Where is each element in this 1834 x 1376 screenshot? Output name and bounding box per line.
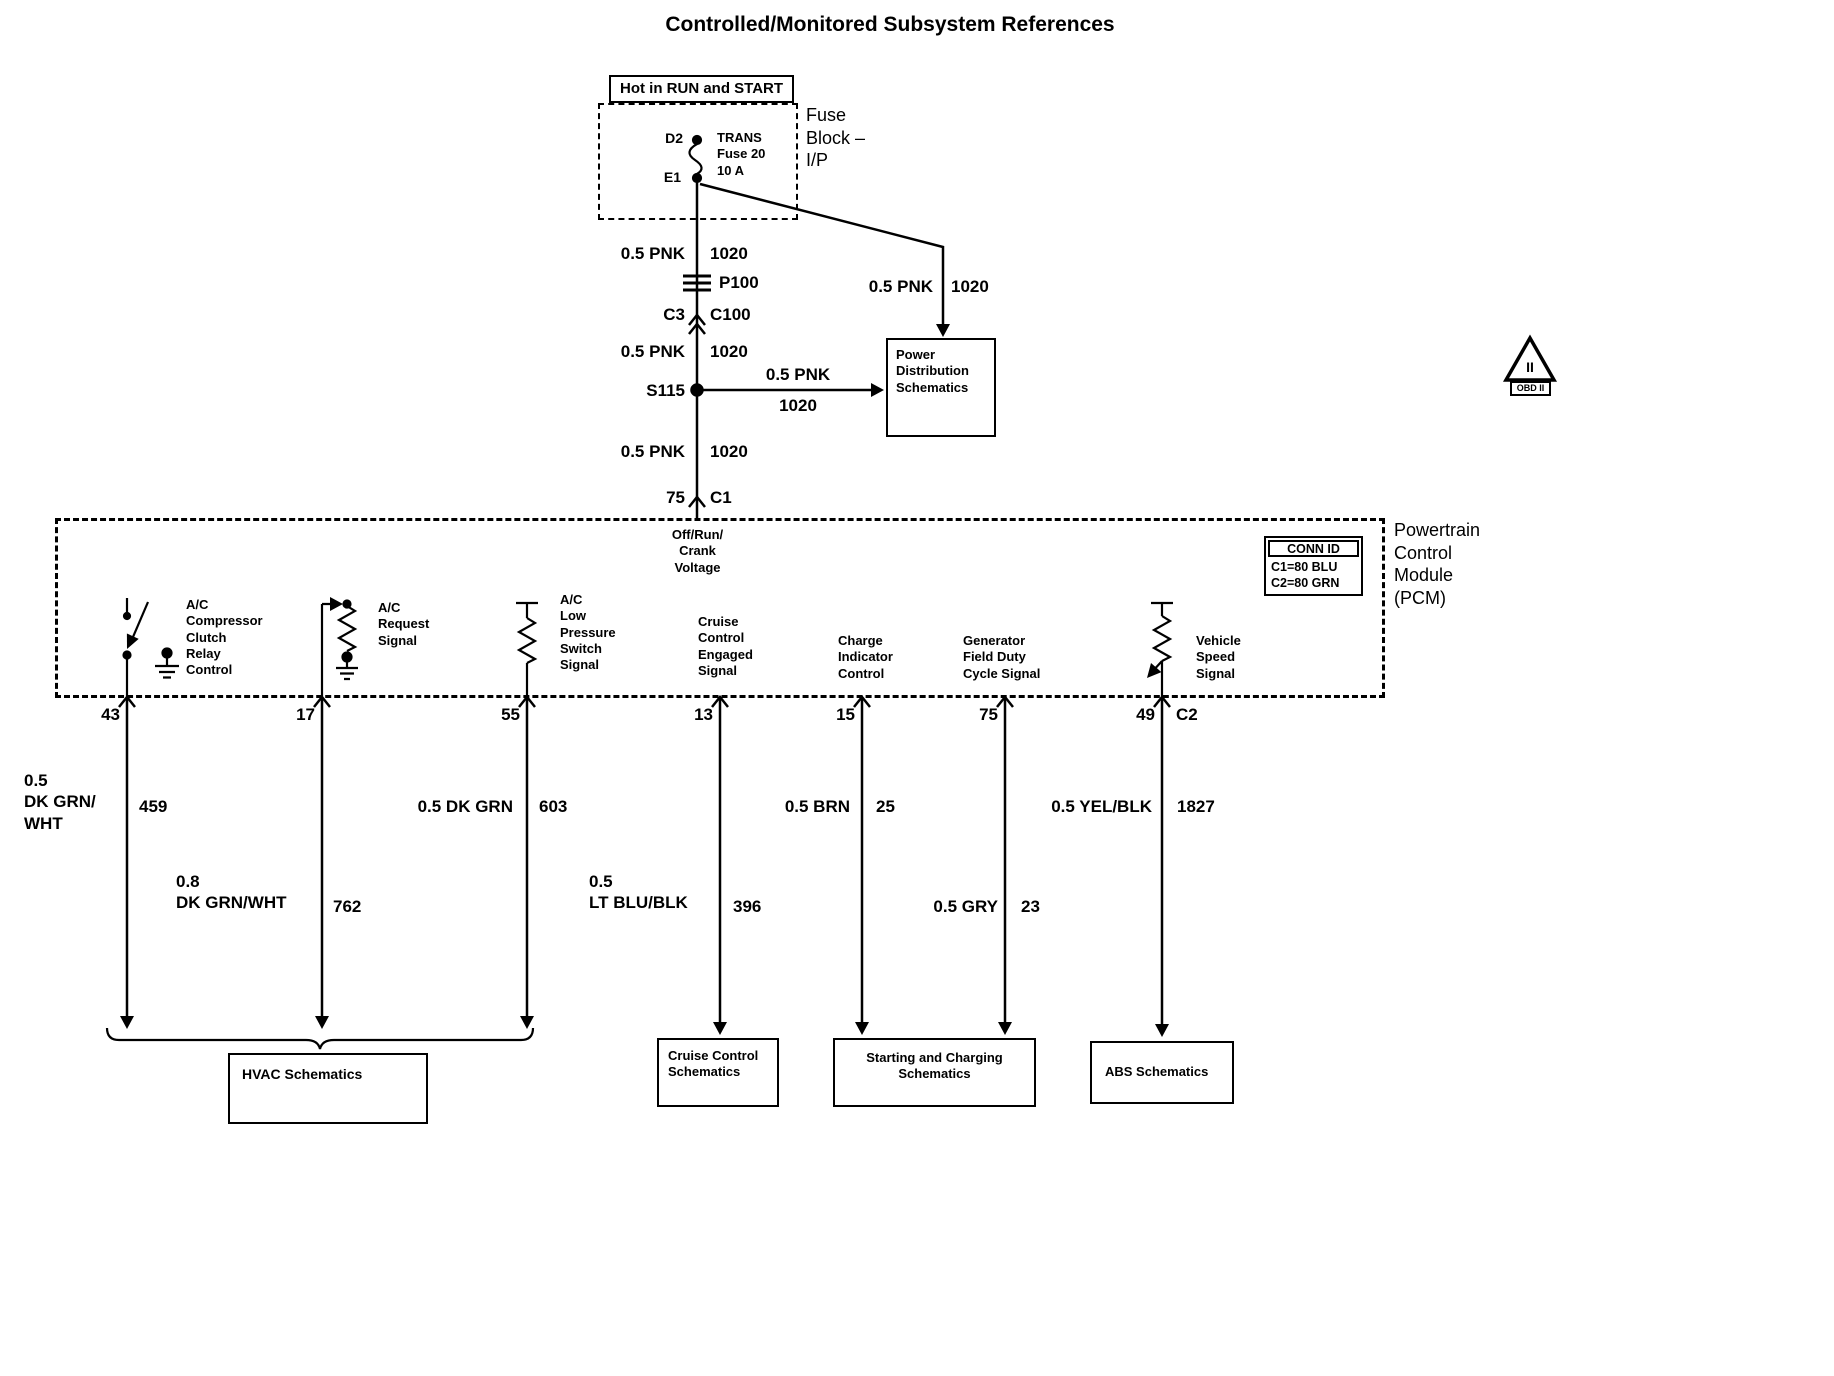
fuse-block-outline — [598, 103, 798, 220]
diag-branch-color: 0.5 PNK — [868, 277, 933, 296]
diag-branch-circuit: 1020 — [951, 277, 989, 296]
obd2-numeral: II — [1526, 359, 1534, 375]
c1-connector-icon — [688, 494, 706, 508]
c2-label: C2 — [1176, 705, 1198, 724]
pcm-entry-label: Off/Run/ Crank Voltage — [671, 527, 724, 575]
conn-id-header: CONN ID — [1268, 540, 1359, 557]
ac-request-resistor-icon — [320, 597, 358, 698]
wire-55-label: 0.5 DK GRN — [417, 797, 513, 816]
fuse-name-label: TRANS Fuse 20 10 A — [717, 130, 766, 178]
pcm-label: Powertrain Control Module (PCM) — [1394, 520, 1481, 608]
fuse-pin-e1-label: E1 — [663, 169, 681, 185]
pin-13: 13 — [694, 705, 713, 724]
wire-13-label: 0.5 LT BLU/BLK — [589, 872, 688, 913]
wire-13-circuit: 396 — [733, 897, 762, 916]
abs-schematics-box: ABS Schematics — [1090, 1041, 1234, 1104]
p100-label: P100 — [719, 273, 759, 292]
wire-49-label: 0.5 YEL/BLK — [1051, 797, 1152, 816]
c100-connector-icon — [688, 312, 706, 335]
obd2-badge: OBD II — [1510, 381, 1551, 396]
cruise-schematics-box: Cruise Control Schematics — [657, 1038, 779, 1107]
c1-label: C1 — [710, 488, 732, 507]
c100-label: C100 — [710, 305, 751, 324]
s115-label: S115 — [646, 381, 685, 400]
pcm-function-vehicle-speed: Vehicle Speed Signal — [1196, 633, 1241, 681]
obd2-triangle-icon — [1502, 334, 1558, 382]
wire-75-circuit: 23 — [1021, 897, 1040, 916]
pcm-pin75-label: 75 — [666, 488, 685, 507]
pcm-function-generator: Generator Field Duty Cycle Signal — [963, 633, 1041, 681]
fuse-block-label: Fuse Block – I/P — [806, 105, 866, 170]
hot-in-run-banner: Hot in RUN and START — [609, 75, 795, 103]
pin-55: 55 — [501, 705, 520, 724]
branch-circuit: 1020 — [779, 396, 817, 415]
wire-15-circuit: 25 — [876, 797, 895, 816]
power-distribution-box: Power Distribution Schematics — [886, 338, 996, 437]
low-pressure-resistor-icon — [516, 601, 538, 698]
starting-charging-schematics-box: Starting and Charging Schematics — [833, 1038, 1036, 1107]
feed-seg1-circuit: 1020 — [710, 244, 748, 263]
pin-connector-chevrons — [118, 694, 1171, 708]
wire-43-circuit: 459 — [139, 797, 168, 816]
feed-seg2-circuit: 1020 — [710, 342, 748, 361]
output-wires — [120, 698, 1169, 1037]
pcm-function-low-pressure: A/C Low Pressure Switch Signal — [560, 592, 616, 672]
pin-17: 17 — [296, 705, 315, 724]
fuse-pin-d2-label: D2 — [665, 130, 683, 146]
feed-seg2-color: 0.5 PNK — [620, 342, 685, 361]
conn-id-row-c1: C1=80 BLU — [1271, 560, 1338, 574]
p100-grommet-icon — [683, 274, 711, 292]
hvac-group-brace — [105, 1027, 535, 1050]
hvac-schematics-box: HVAC Schematics — [228, 1053, 428, 1124]
conn-id-row-c2: C2=80 GRN — [1271, 576, 1340, 591]
wire-15-label: 0.5 BRN — [784, 797, 850, 816]
wire-43-label: 0.5 DK GRN/ WHT — [24, 771, 96, 833]
pin-15: 15 — [836, 705, 855, 724]
vehicle-speed-resistor-icon — [1147, 601, 1173, 698]
pcm-outline — [55, 518, 1385, 698]
pcm-function-ac-request: A/C Request Signal — [378, 600, 430, 648]
wire-17-circuit: 762 — [333, 897, 362, 916]
pcm-function-charge: Charge Indicator Control — [838, 633, 893, 681]
feed-seg1-color: 0.5 PNK — [620, 244, 685, 263]
branch-color: 0.5 PNK — [765, 365, 831, 384]
wire-55-circuit: 603 — [539, 797, 568, 816]
diagram-title: Controlled/Monitored Subsystem Reference… — [665, 13, 1115, 36]
fuse-branch-wire — [699, 182, 950, 337]
pin-75: 75 — [979, 705, 998, 724]
pcm-function-cruise: Cruise Control Engaged Signal — [698, 614, 753, 678]
relay-switch-icon — [122, 598, 179, 698]
wire-17-label: 0.8 DK GRN/WHT — [176, 872, 287, 913]
conn-id-box: CONN ID C1=80 BLU C2=80 GRN — [1264, 536, 1363, 596]
fuse-symbol — [688, 134, 703, 184]
pin-43: 43 — [101, 705, 120, 724]
feed-seg3-circuit: 1020 — [710, 442, 748, 461]
wire-75-label: 0.5 GRY — [933, 897, 998, 916]
s115-splice — [690, 383, 884, 397]
pcm-function-ac-clutch: A/C Compressor Clutch Relay Control — [186, 597, 263, 677]
feed-seg3-color: 0.5 PNK — [620, 442, 685, 461]
pin-49: 49 — [1136, 705, 1155, 724]
c3-label: C3 — [663, 305, 685, 324]
wire-49-circuit: 1827 — [1177, 797, 1215, 816]
